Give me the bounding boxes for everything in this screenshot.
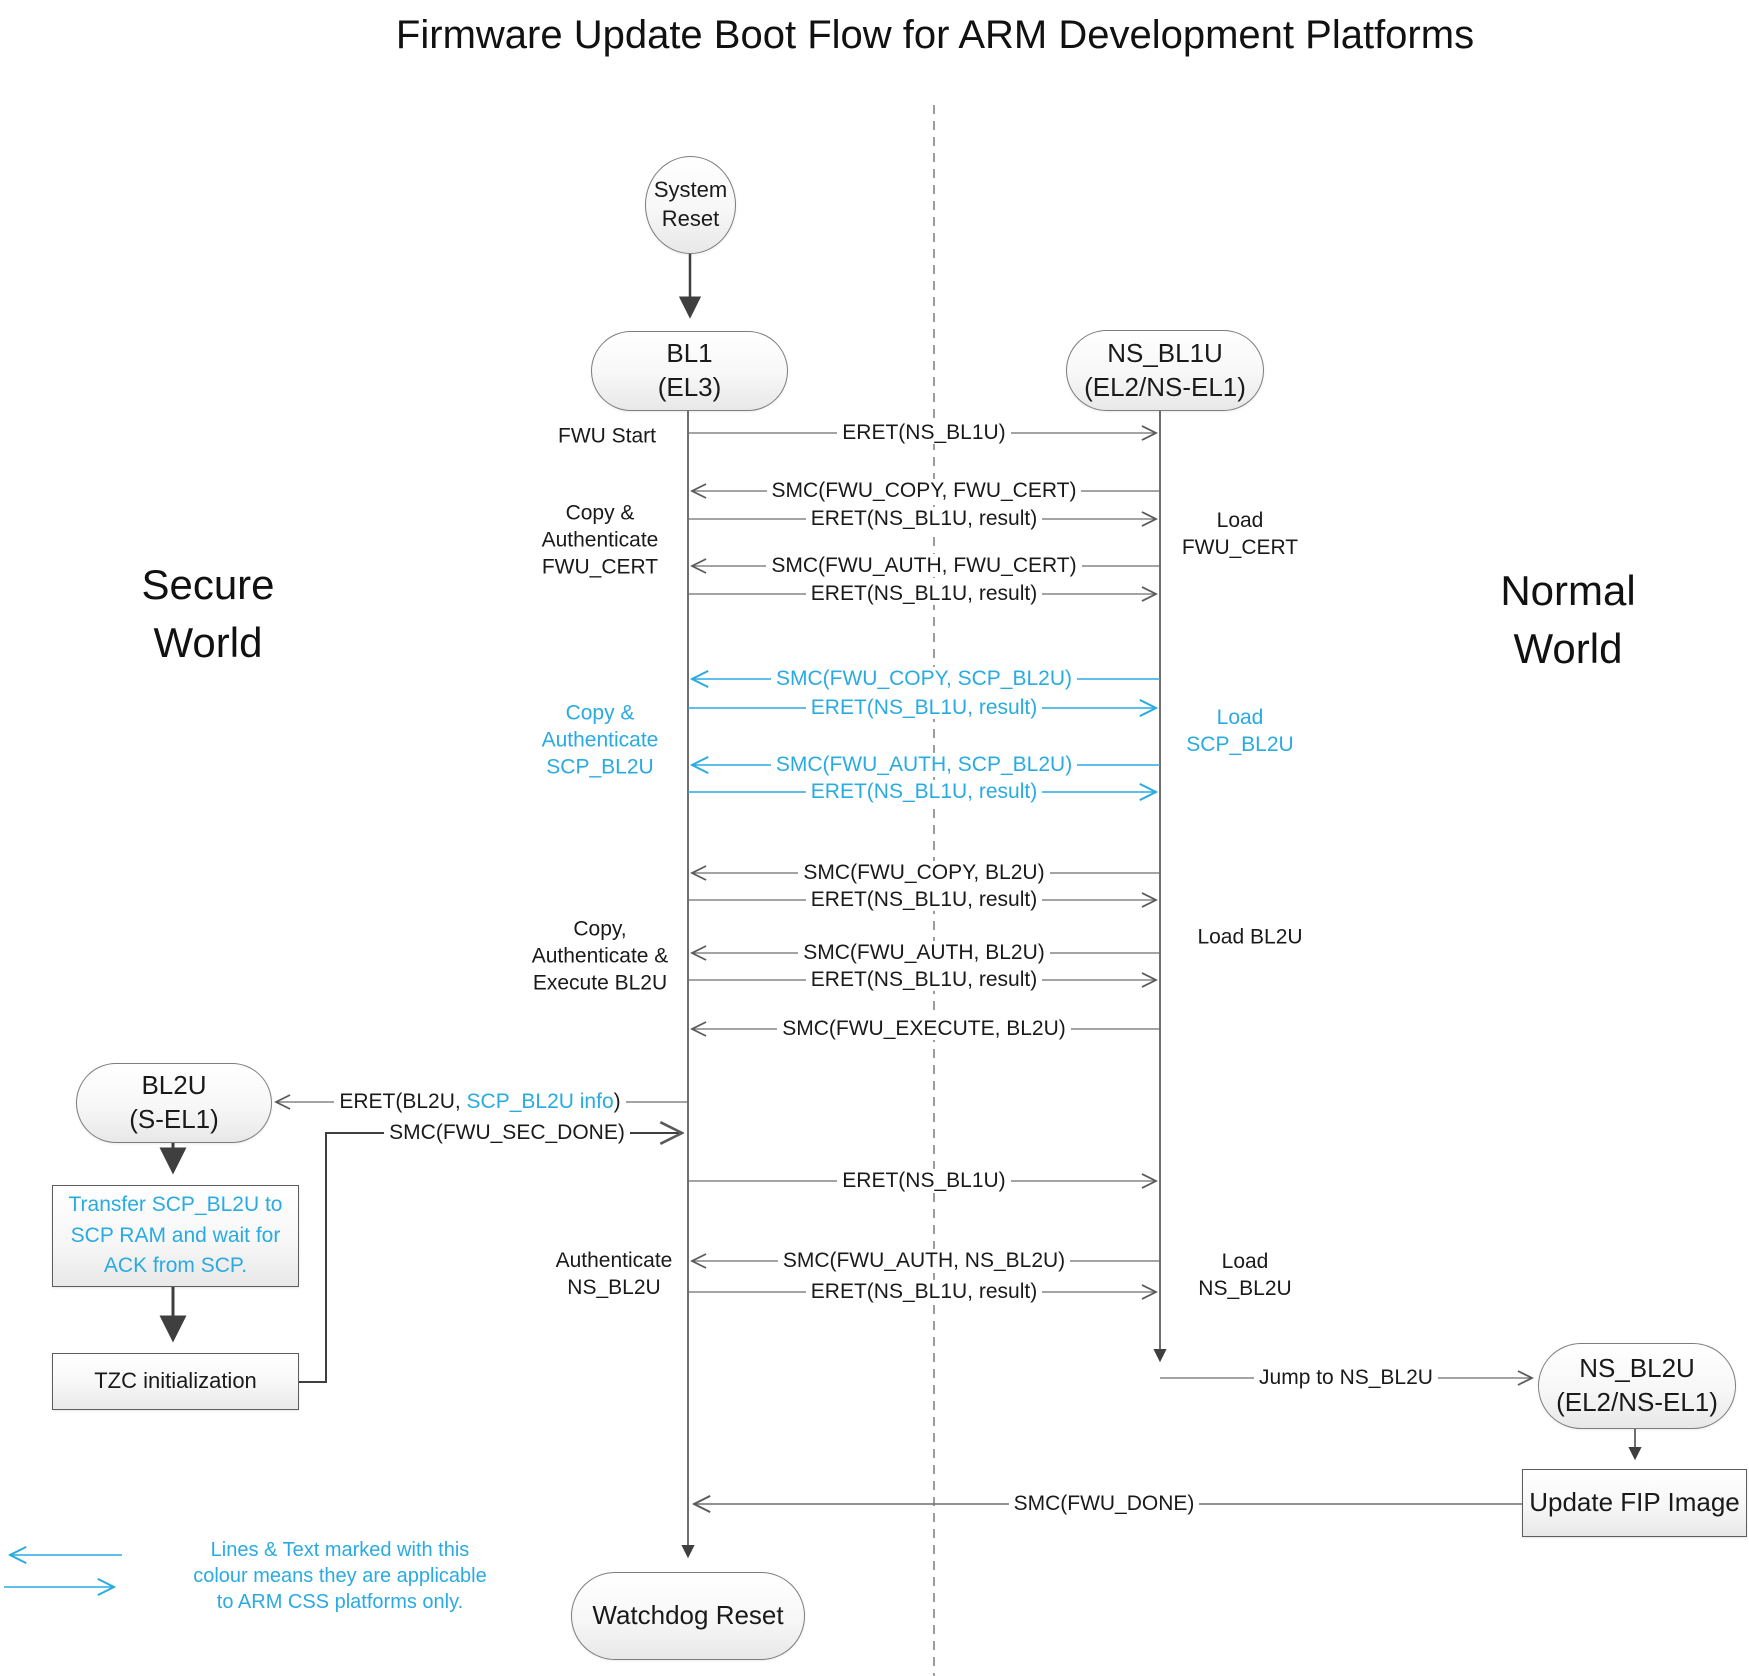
message-eret-result: ERET(NS_BL1U, result) — [688, 581, 1160, 606]
node-ns-bl1u: NS_BL1U (EL2/NS-EL1) — [1066, 330, 1264, 411]
label-load-bl2u: Load BL2U — [1197, 925, 1303, 949]
message-smc-fwu-copy-bl2u: SMC(FWU_COPY, BL2U) — [688, 860, 1160, 885]
node-system-reset: System Reset — [645, 156, 736, 254]
label-copy-auth-exec-bl2u: Copy, Authenticate & Execute BL2U — [531, 917, 669, 995]
message-smc-fwu-auth-fwu-cert: SMC(FWU_AUTH, FWU_CERT) — [688, 553, 1160, 578]
update-fip-image-box: Update FIP Image — [1522, 1469, 1747, 1537]
scp-bl2u-info-highlight: SCP_BL2U info — [466, 1089, 614, 1113]
label-load-fwu-cert: Load FWU_CERT — [1181, 509, 1299, 559]
message-eret-result: ERET(NS_BL1U, result) — [688, 779, 1160, 804]
message-smc-fwu-copy-fwu-cert: SMC(FWU_COPY, FWU_CERT) — [688, 478, 1160, 503]
message-eret-result: ERET(NS_BL1U, result) — [688, 506, 1160, 531]
tzc-initialization-box: TZC initialization — [52, 1353, 299, 1410]
message-eret-result: ERET(NS_BL1U, result) — [688, 695, 1160, 720]
transfer-scp-bl2u-box: Transfer SCP_BL2U to SCP RAM and wait fo… — [52, 1185, 299, 1287]
legend-css-platforms-note: Lines & Text marked with this colour mea… — [193, 1539, 487, 1613]
label-copy-auth-fwu-cert: Copy & Authenticate FWU_CERT — [541, 501, 659, 579]
message-eret-result: ERET(NS_BL1U, result) — [688, 967, 1160, 992]
node-bl2u: BL2U (S-EL1) — [76, 1063, 272, 1143]
message-smc-fwu-done: SMC(FWU_DONE) — [688, 1491, 1520, 1516]
label-load-ns-bl2u: Load NS_BL2U — [1198, 1250, 1292, 1300]
secure-world-label: Secure World — [141, 561, 275, 666]
message-eret-bl2u: ERET(BL2U, SCP_BL2U info) — [272, 1089, 688, 1114]
label-authenticate-ns-bl2u: Authenticate NS_BL2U — [555, 1249, 673, 1299]
message-eret-result: ERET(NS_BL1U, result) — [688, 887, 1160, 912]
message-smc-fwu-sec-done: SMC(FWU_SEC_DONE) — [326, 1120, 688, 1145]
message-smc-fwu-auth-scp-bl2u: SMC(FWU_AUTH, SCP_BL2U) — [688, 752, 1160, 777]
message-smc-fwu-copy-scp-bl2u: SMC(FWU_COPY, SCP_BL2U) — [688, 666, 1160, 691]
message-eret-result: ERET(NS_BL1U, result) — [688, 1279, 1160, 1304]
normal-world-label: Normal World — [1500, 567, 1636, 672]
label-load-scp-bl2u: Load SCP_BL2U — [1186, 706, 1294, 756]
message-smc-fwu-auth-bl2u: SMC(FWU_AUTH, BL2U) — [688, 940, 1160, 965]
label-copy-auth-scp-bl2u: Copy & Authenticate SCP_BL2U — [541, 701, 659, 779]
message-jump-to-ns-bl2u: Jump to NS_BL2U — [1160, 1365, 1532, 1390]
message-eret-ns-bl1u: ERET(NS_BL1U) — [688, 420, 1160, 445]
message-smc-fwu-auth-ns-bl2u: SMC(FWU_AUTH, NS_BL2U) — [688, 1248, 1160, 1273]
page-title: Firmware Update Boot Flow for ARM Develo… — [395, 13, 1475, 57]
label-fwu-start: FWU Start — [558, 424, 656, 448]
node-bl1: BL1 (EL3) — [591, 331, 788, 411]
message-eret-ns-bl1u: ERET(NS_BL1U) — [688, 1168, 1160, 1193]
node-ns-bl2u: NS_BL2U (EL2/NS-EL1) — [1538, 1343, 1736, 1429]
node-watchdog-reset: Watchdog Reset — [571, 1572, 805, 1660]
message-smc-fwu-execute-bl2u: SMC(FWU_EXECUTE, BL2U) — [688, 1016, 1160, 1041]
